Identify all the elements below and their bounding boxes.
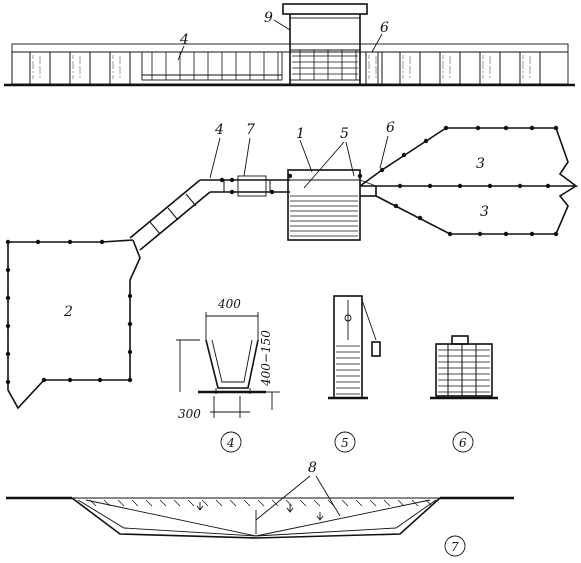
plan-label-dip: 5 [340, 126, 349, 142]
chamber-1 [287, 169, 361, 241]
yard-3-lower-fence [375, 185, 577, 235]
plan-label-yard-upper: 3 [476, 156, 485, 172]
trough-inner [211, 339, 253, 383]
section-4: 400 400−150 300 4 [176, 297, 280, 453]
yard-2-fence [7, 239, 141, 410]
elevation-pen [141, 51, 283, 81]
section-number-5: 5 [341, 436, 349, 450]
fence-posts [5, 125, 559, 385]
gate-box [435, 343, 493, 397]
pit-slope [85, 499, 431, 537]
dim-top-width: 400 [217, 297, 241, 311]
section-6: 6 [430, 335, 498, 453]
yard-3-upper-fence [359, 127, 579, 187]
elev-label-gate: 6 [380, 20, 389, 36]
drain-label: 8 [308, 460, 317, 476]
elev-label-pen: 4 [179, 32, 189, 48]
section-number-6: 6 [459, 436, 467, 450]
plan-label-yard-big: 2 [63, 304, 73, 320]
plan-label-yard-lower: 3 [480, 204, 489, 220]
chute-ribs [149, 180, 271, 235]
section-5: 5 [328, 295, 381, 453]
plan-view: 4 7 1 5 6 3 3 2 [5, 120, 579, 410]
trough-outer [205, 339, 259, 389]
section-number-7: 7 [451, 540, 459, 554]
dim-height: 400−150 [259, 330, 273, 387]
roof [282, 3, 368, 15]
chute [129, 179, 290, 251]
plan-label-gate7: 7 [246, 122, 255, 138]
leader [177, 45, 185, 61]
section-marker-7 [444, 535, 466, 557]
pit-inner [77, 499, 437, 537]
leader [273, 19, 291, 31]
plan-label-chamber: 1 [296, 126, 305, 142]
gate-7 [237, 175, 267, 197]
counterweight [371, 341, 381, 357]
structure-slats [292, 50, 358, 80]
plan-label-pen: 4 [214, 122, 224, 138]
chamber-slats [290, 195, 358, 237]
section-marker-4 [220, 431, 242, 453]
dim-bottom-width: 300 [178, 407, 201, 421]
elev-label-roof: 9 [264, 10, 273, 26]
pit-outer [71, 497, 441, 539]
roofed-structure [289, 17, 361, 81]
plan-label-gate6: 6 [386, 120, 395, 136]
leader [371, 33, 383, 53]
dip-slats [336, 345, 360, 395]
section-number-4: 4 [226, 436, 235, 450]
fence-panels [11, 52, 541, 84]
drainage-section: 8 7 [6, 460, 514, 557]
elevation-view: 4 9 6 [4, 3, 575, 87]
section-marker-6 [452, 431, 474, 453]
section-marker-5 [334, 431, 356, 453]
gate-box-slats [438, 344, 490, 396]
